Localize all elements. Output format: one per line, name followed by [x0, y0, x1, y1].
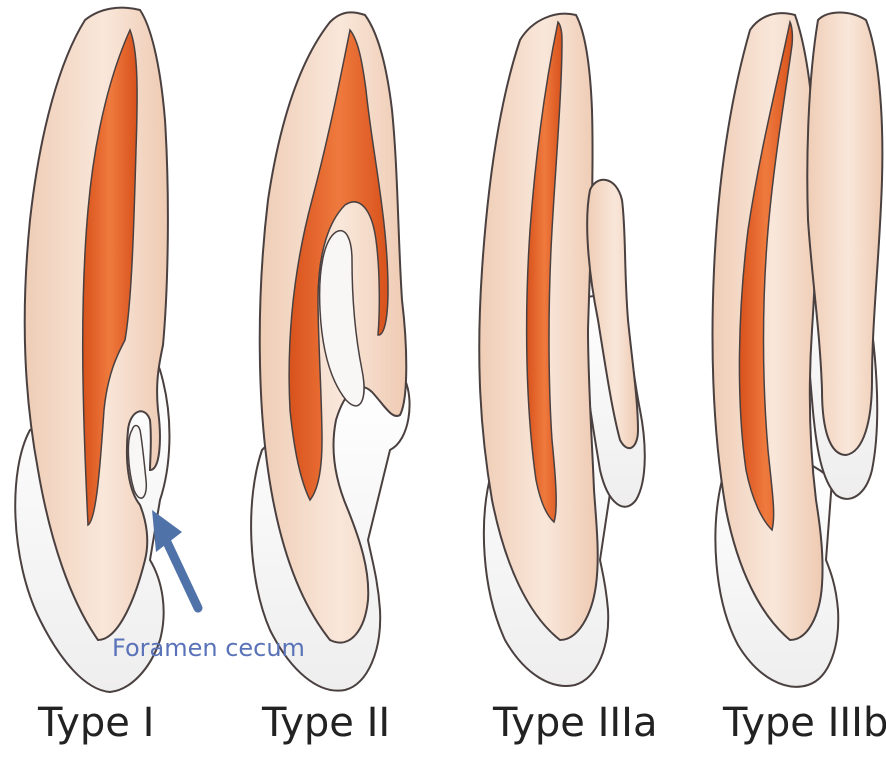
type-3b-label: Type IIIb: [723, 700, 886, 746]
foramen-cecum-label: Foramen cecum: [112, 634, 305, 662]
type-3a-label: Type IIIa: [493, 700, 658, 746]
type-1-label: Type I: [38, 700, 154, 746]
tooth-type-3a: [479, 14, 645, 686]
tooth-type-3b: [713, 13, 883, 687]
tooth-type-1: [15, 8, 169, 692]
tooth-type-2: [251, 12, 409, 690]
type-2-label: Type II: [262, 700, 390, 746]
